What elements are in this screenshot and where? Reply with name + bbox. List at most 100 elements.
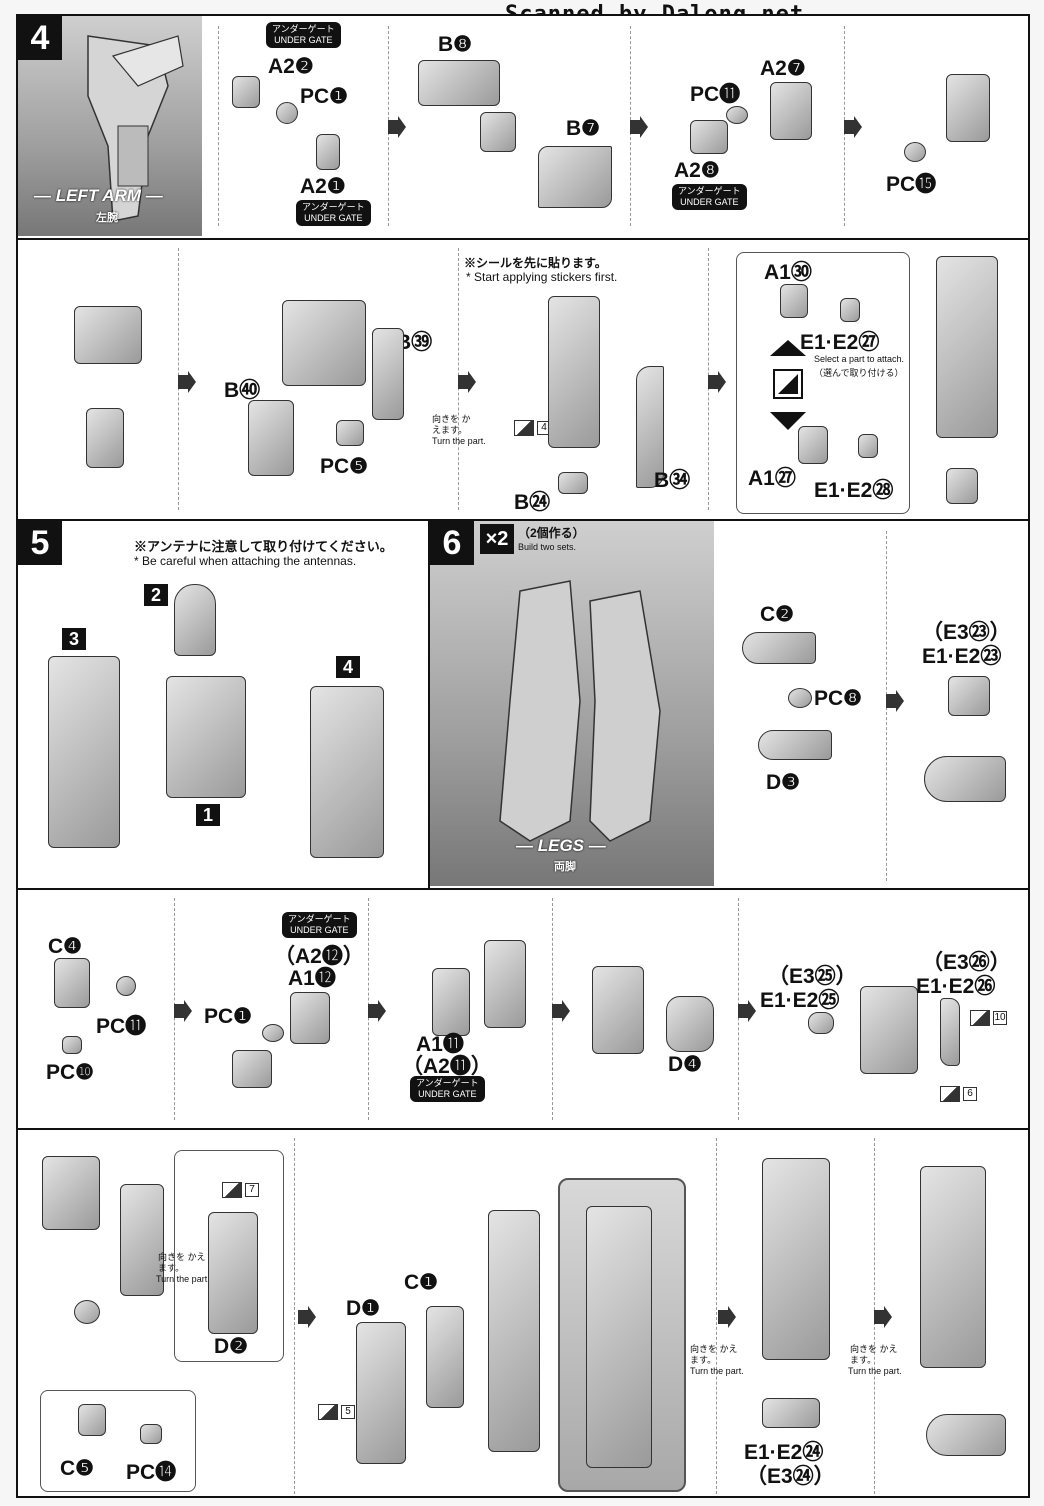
flow-arrow-icon xyxy=(552,1000,570,1022)
label-e3-26: （E3㉖） xyxy=(922,951,1011,974)
label-a1-11: A1⓫ xyxy=(416,1033,464,1056)
turn-note-jp: 向きを かえます。 xyxy=(432,414,471,435)
turn-note-jp-r5b: 向きを かえます。 xyxy=(690,1344,738,1365)
multiplier-jp: （2個作る） xyxy=(518,526,585,540)
part-left-arm xyxy=(310,686,384,858)
part-pc-1 xyxy=(276,102,298,124)
part-a2-7 xyxy=(770,82,812,140)
label-a2-8: A2❽ xyxy=(674,159,720,182)
label-d-2: D❷ xyxy=(214,1335,248,1358)
part-pc-8 xyxy=(788,688,812,708)
legs-reference xyxy=(430,521,714,886)
label-a2-2: A2❷ xyxy=(268,55,314,78)
label-e3-25: （E3㉕） xyxy=(768,965,857,988)
part-pc-11 xyxy=(116,976,136,996)
select-note-jp: （選んで取り付ける） xyxy=(814,368,904,378)
label-a1-30: A1㉚ xyxy=(764,261,812,284)
flow-arrow-icon xyxy=(738,1000,756,1022)
label-a2-12: （A2⓬） xyxy=(274,945,364,968)
label-c-5: C❺ xyxy=(60,1457,94,1480)
label-c-4: C❹ xyxy=(48,935,82,958)
turn-note-en: Turn the part. xyxy=(432,436,486,446)
part-hand-b xyxy=(798,426,828,464)
label-b-7: B❼ xyxy=(566,117,600,140)
part-c-5 xyxy=(78,1404,106,1436)
flow-arrow-icon xyxy=(368,1000,386,1022)
part-a2-2 xyxy=(232,76,260,108)
label-d-1: D❶ xyxy=(346,1297,380,1320)
part-e-25 xyxy=(808,1012,834,1034)
part-b-8 xyxy=(418,60,500,106)
part-completed-arm xyxy=(936,256,998,438)
part-e-26 xyxy=(940,998,960,1066)
left-arm-label-jp: 左腕 xyxy=(96,212,118,224)
part-b-40 xyxy=(248,400,294,476)
part-pc-15 xyxy=(904,142,926,162)
label-c-2: C❷ xyxy=(760,603,794,626)
part-knee-a xyxy=(432,968,470,1036)
flow-arrow-icon xyxy=(886,690,904,712)
label-2: 2 xyxy=(144,584,168,606)
part-thigh xyxy=(42,1156,100,1230)
antenna-note-jp: ※アンテナに注意して取り付けてください。 xyxy=(134,539,393,554)
label-pc-8: PC❽ xyxy=(814,687,862,710)
turn-note-jp-r5c: 向きを かえます。 xyxy=(850,1344,898,1365)
part-upper-arm-2 xyxy=(86,408,124,468)
part-b-34 xyxy=(636,366,664,488)
left-arm-label: — LEFT ARM — xyxy=(34,186,163,205)
legs-label: — LEGS — xyxy=(516,836,606,855)
select-note-en: Select a part to attach. xyxy=(814,354,905,364)
label-b-40: B㊵ xyxy=(224,379,261,402)
label-e1e2-24: E1·E2㉔ xyxy=(744,1441,824,1464)
legs-label-jp: 両脚 xyxy=(554,861,576,873)
part-c-2 xyxy=(742,632,816,664)
part-assembly xyxy=(480,112,516,152)
multiplier-badge: ×2 xyxy=(480,524,514,554)
flow-arrow-icon xyxy=(844,116,862,138)
label-1: 1 xyxy=(196,804,220,826)
part-d-4 xyxy=(666,996,714,1052)
sticker-5: 5 xyxy=(318,1404,355,1420)
label-b-8: B❽ xyxy=(438,33,472,56)
label-e1e2-28: E1·E2㉘ xyxy=(814,479,894,502)
label-a2-11: （A2⓫） xyxy=(402,1055,492,1078)
label-pc-5: PC❺ xyxy=(320,455,368,478)
label-pc-1: PC❶ xyxy=(300,85,348,108)
divider-row1 xyxy=(18,238,1028,240)
part-ball-joint xyxy=(74,1300,100,1324)
part-knee-b xyxy=(484,940,526,1028)
legs-illustration xyxy=(499,580,661,842)
label-a1-12: A1⓬ xyxy=(288,967,336,990)
flow-arrow-icon xyxy=(630,116,648,138)
part-head xyxy=(174,584,216,656)
part-leg-assembly xyxy=(488,1210,540,1452)
part-e1e2-24 xyxy=(762,1398,820,1428)
part-pc-11 xyxy=(726,106,748,124)
label-b-34: B㉞ xyxy=(654,469,691,492)
divider-row4 xyxy=(18,1128,1028,1130)
flow-arrow-icon xyxy=(458,371,476,393)
flow-arrow-icon xyxy=(718,1306,736,1328)
part-right-arm xyxy=(48,656,120,848)
detail-box-d2 xyxy=(174,1150,284,1362)
label-c-1: C❶ xyxy=(404,1271,438,1294)
label-e3-24: （E3㉔） xyxy=(746,1465,835,1488)
part-lower-leg xyxy=(120,1184,164,1296)
sep xyxy=(294,1138,295,1494)
part-e1e2-27 xyxy=(840,298,860,322)
label-b-24: B㉔ xyxy=(514,491,551,514)
part-upper-arm xyxy=(946,74,990,142)
flow-arrow-icon xyxy=(178,371,196,393)
label-pc-10: PC❿ xyxy=(46,1061,94,1084)
label-d-4: D❹ xyxy=(668,1053,702,1076)
part-shoulder-assembly xyxy=(282,300,366,386)
flow-arrow-icon xyxy=(874,1306,892,1328)
label-pc-11: PC⓫ xyxy=(690,83,741,106)
turn-note-en-r5c: Turn the part. xyxy=(848,1366,902,1376)
part-pc-1-r4 xyxy=(262,1024,284,1042)
part-d-2 xyxy=(208,1212,258,1334)
divider-step5-6 xyxy=(428,519,430,888)
